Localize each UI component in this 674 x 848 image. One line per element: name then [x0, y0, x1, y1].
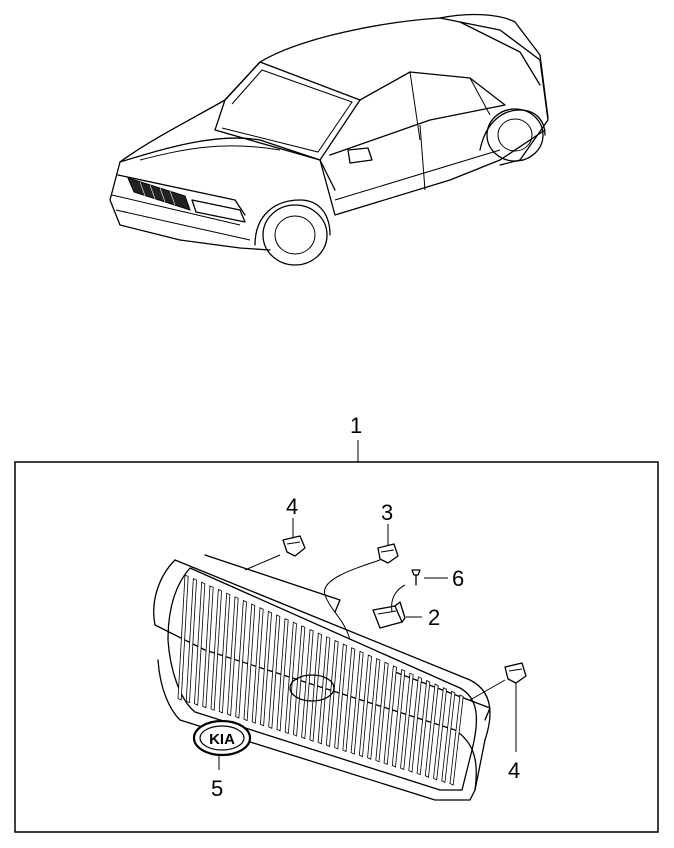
callout-3: 3	[381, 500, 393, 525]
grille-vane	[375, 661, 389, 763]
grille-vane	[268, 614, 281, 729]
callout-6: 6	[452, 566, 464, 591]
emblem-text: KIA	[209, 731, 235, 748]
grille-vane	[367, 658, 381, 760]
grille-vane	[309, 632, 322, 742]
grille-vane	[358, 654, 372, 758]
kia-emblem-5: KIA	[192, 719, 252, 770]
grille-vane	[342, 647, 356, 753]
grille-vane	[424, 683, 439, 778]
grille-vane	[218, 592, 231, 714]
screw-6	[391, 569, 448, 613]
grille-vane	[194, 581, 206, 706]
grille-vane	[210, 588, 222, 711]
grille-vane	[400, 672, 414, 771]
grille-vane	[350, 650, 364, 755]
grille-vanes	[177, 574, 464, 786]
grille-vane	[185, 578, 197, 704]
callout-1: 1	[350, 413, 362, 438]
grille-vane	[301, 628, 314, 740]
grille-vane	[177, 574, 189, 701]
radiator-grille	[153, 554, 491, 801]
grille-vane	[433, 687, 447, 781]
car-illustration	[109, 13, 549, 266]
grille-vane	[441, 690, 456, 784]
callout-5: 5	[211, 776, 223, 801]
clip-3	[324, 524, 399, 641]
grille-vane	[284, 621, 297, 735]
grille-vane	[383, 665, 397, 765]
grille-vane	[416, 679, 431, 776]
grille-vane	[202, 585, 214, 709]
grille-vane	[334, 643, 347, 750]
callout-2: 2	[428, 605, 440, 630]
grille-vane	[292, 625, 306, 737]
grille-vane	[260, 610, 272, 727]
grille-vane	[449, 694, 464, 786]
grille-vane	[391, 668, 406, 768]
clip-4-upper	[244, 518, 306, 571]
callout-4-right: 4	[508, 758, 520, 783]
grille-vane	[251, 607, 264, 724]
grille-vane	[243, 603, 256, 722]
grille-vane	[227, 596, 239, 717]
parts-frame	[14, 461, 659, 833]
grille-vane	[408, 676, 422, 773]
grille-vane	[235, 599, 247, 719]
grille-vane	[276, 618, 289, 732]
callout-4-upper: 4	[286, 494, 298, 519]
grille-vane	[317, 636, 331, 745]
bracket-2	[372, 601, 422, 629]
clip-4-right	[469, 662, 527, 752]
